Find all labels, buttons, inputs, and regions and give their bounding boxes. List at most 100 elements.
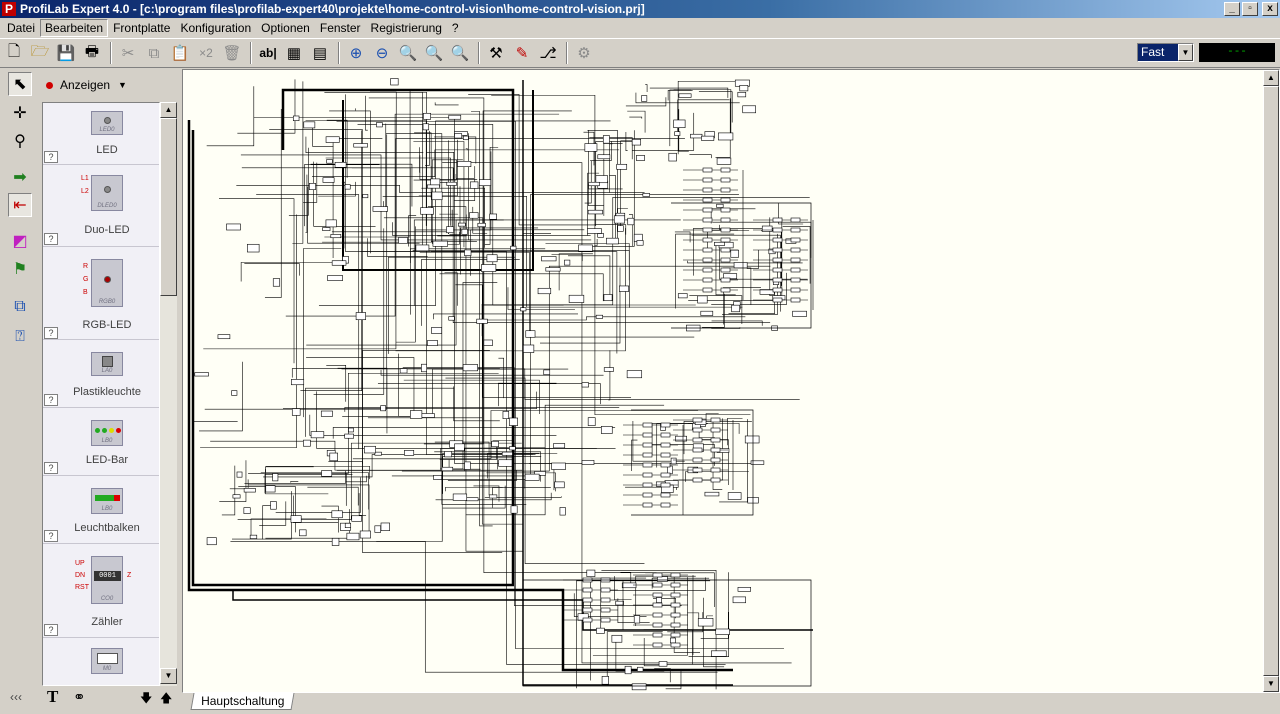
probe-flag-icon[interactable]: ⚑ — [12, 261, 28, 278]
scroll-thumb[interactable] — [160, 118, 177, 296]
duplicate-button[interactable]: ×2 — [199, 46, 213, 60]
save-icon[interactable]: 💾 — [56, 45, 76, 62]
toolbar: 🗋 🗁 💾 🖶 ✂ ⧉ 📋 ×2 🗑 ab| ▦ ▤ ⊕ ⊖ 🔍 🔍 🔍 ⚒ ✎… — [0, 38, 1280, 68]
palette-item-label: LED-Bar — [85, 454, 129, 466]
palette-item-meter[interactable]: M0 — [43, 638, 159, 685]
help-icon[interactable]: ? — [44, 394, 58, 406]
light-bar-icon: LB0 — [91, 488, 123, 514]
palette-item-label: RGB-LED — [82, 319, 132, 331]
menu-fenster[interactable]: Fenster — [319, 21, 361, 35]
help-icon[interactable]: ? — [44, 462, 58, 474]
circuit-diagram[interactable] — [183, 70, 1263, 692]
close-button[interactable]: x — [1262, 2, 1278, 16]
palette-list: LED0 ? LED DLED0 L1 L2 ? Duo-LED — [42, 102, 160, 686]
help-icon[interactable]: ? — [44, 624, 58, 636]
open-folder-icon[interactable]: 🗁 — [30, 42, 50, 60]
copy-icon[interactable]: ⧉ — [148, 44, 160, 62]
counter-icon: 0001 CO0 — [91, 556, 123, 604]
menu-bearbeiten[interactable]: Bearbeiten — [40, 19, 109, 37]
palette-item-led[interactable]: LED0 ? LED — [43, 103, 159, 165]
menu-datei[interactable]: Datei — [7, 21, 36, 35]
pin-label: DN — [75, 572, 86, 579]
tool-column: ⬉ ✛ ⚲ ➡ ⇤ ◩ ⚑ ⧉ ⍰ — [0, 69, 40, 709]
stop-arrow-icon[interactable]: ⇤ — [8, 193, 32, 217]
print-icon[interactable]: 🖶 — [84, 42, 100, 60]
palette-item-label: Leuchtbalken — [74, 522, 140, 534]
magnifier-icon[interactable]: ⚲ — [14, 133, 26, 150]
palette-item-leuchtbalken[interactable]: LB0 ? Leuchtbalken — [43, 476, 159, 544]
palette-footer: ‹‹‹ T ⚭ 🡇 🡅 — [0, 686, 180, 710]
pin-label: Z — [127, 572, 132, 579]
minimize-button[interactable]: _ — [1224, 2, 1240, 16]
arrow-down-icon[interactable]: 🡇 — [140, 691, 153, 705]
schematic-canvas[interactable] — [183, 70, 1263, 692]
palette-item-plastikleuchte[interactable]: LA0 ? Plastikleuchte — [43, 340, 159, 408]
collapse-button[interactable]: ‹‹‹ — [10, 690, 22, 704]
delete-icon[interactable]: 🗑 — [222, 45, 242, 62]
scroll-thumb[interactable] — [1263, 86, 1279, 676]
scroll-down-icon[interactable]: ▼ — [160, 668, 177, 684]
build-tools-icon[interactable]: ⚒ — [489, 45, 503, 62]
component-palette: Anzeigen ▼ LED0 ? LED DLED0 L1 L2 — [42, 72, 178, 686]
chevron-down-icon[interactable]: ▼ — [118, 80, 127, 90]
palette-item-rgb-led[interactable]: RGB0 R G B ? RGB-LED — [43, 247, 159, 340]
text-tool-icon[interactable]: T — [47, 687, 59, 706]
pointer-icon[interactable]: ⬉ — [8, 72, 32, 96]
zoom-reset-icon[interactable]: 🔍 — [450, 45, 470, 62]
palette-item-duo-led[interactable]: DLED0 L1 L2 ? Duo-LED — [43, 165, 159, 247]
schematic-canvas-frame: ▲ ▼ — [182, 69, 1280, 693]
scroll-up-icon[interactable]: ▲ — [160, 102, 177, 118]
crosshair-icon[interactable]: ✛ — [13, 105, 27, 122]
tab-hauptschaltung[interactable]: Hauptschaltung — [190, 693, 295, 710]
text-tool-button[interactable]: ab| — [259, 46, 277, 60]
new-file-icon[interactable]: 🗋 — [7, 42, 21, 60]
page-icon[interactable]: ▤ — [312, 45, 328, 62]
help-pointer-icon[interactable]: ⍰ — [15, 328, 25, 345]
palette-group-selector[interactable]: Anzeigen ▼ — [42, 72, 178, 98]
windows-icon[interactable]: ⧉ — [14, 298, 26, 315]
run-arrow-icon[interactable]: ➡ — [13, 169, 27, 186]
grid-icon[interactable]: ▦ — [286, 45, 302, 62]
menu-help[interactable]: ? — [451, 21, 459, 35]
menu-frontplatte[interactable]: Frontplatte — [113, 21, 171, 35]
palette-item-zaehler[interactable]: 0001 CO0 UP DN RST Z ? Zähler — [43, 544, 159, 638]
pin-label: UP — [75, 560, 85, 567]
app-icon[interactable]: P — [2, 2, 16, 16]
toolbar-separator — [566, 42, 568, 64]
menu-optionen[interactable]: Optionen — [261, 21, 310, 35]
zoom-icon[interactable]: 🔍 — [398, 45, 418, 62]
palette-scrollbar[interactable]: ▲ ▼ — [160, 102, 177, 686]
speed-select[interactable]: Fast ▼ — [1137, 43, 1194, 62]
chevron-down-icon[interactable]: ▼ — [1178, 44, 1193, 61]
canvas-scrollbar[interactable]: ▲ ▼ — [1263, 70, 1279, 692]
help-icon[interactable]: ? — [44, 151, 58, 163]
paste-icon[interactable]: 📋 — [170, 45, 190, 62]
scroll-down-icon[interactable]: ▼ — [1263, 676, 1279, 692]
scroll-up-icon[interactable]: ▲ — [1263, 70, 1279, 86]
binoculars-icon[interactable]: ⚭ — [73, 689, 86, 706]
logic-level-icon[interactable]: ◩ — [12, 233, 28, 250]
zoom-in-icon[interactable]: ⊕ — [349, 45, 363, 62]
menu-registrierung[interactable]: Registrierung — [370, 21, 442, 35]
cut-icon[interactable]: ✂ — [121, 45, 135, 62]
zoom-fit-icon[interactable]: 🔍 — [424, 45, 444, 62]
menu-konfiguration[interactable]: Konfiguration — [180, 21, 252, 35]
window-controls: _ ▫ x — [1224, 2, 1278, 16]
pin-label: RST — [75, 584, 89, 591]
arrow-up-icon[interactable]: 🡅 — [160, 691, 173, 705]
help-icon[interactable]: ? — [44, 233, 58, 245]
palette-item-led-bar[interactable]: LB0 ? LED-Bar — [43, 408, 159, 476]
counter-display: 0001 — [94, 571, 121, 581]
probe-icon[interactable]: ✎ — [515, 45, 529, 62]
connect-icon[interactable]: ⎇ — [539, 45, 557, 62]
help-icon[interactable]: ? — [44, 327, 58, 339]
pin-label: R — [83, 263, 89, 270]
pin-label: B — [83, 289, 88, 296]
title-bar[interactable]: P ProfiLab Expert 4.0 - [c:\program file… — [0, 0, 1280, 18]
settings-gear-icon[interactable]: ⚙ — [577, 45, 591, 62]
help-icon[interactable]: ? — [44, 530, 58, 542]
zoom-out-icon[interactable]: ⊖ — [375, 45, 389, 62]
palette-item-label: Plastikleuchte — [73, 386, 141, 398]
restore-button[interactable]: ▫ — [1242, 2, 1258, 16]
